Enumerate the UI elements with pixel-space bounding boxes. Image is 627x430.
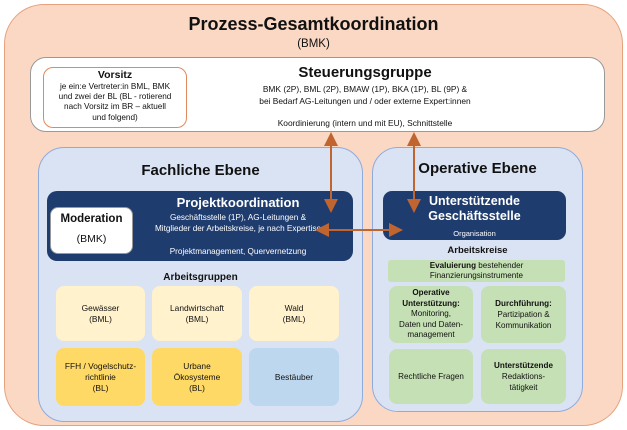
card-heading: Operative <box>412 288 450 298</box>
operative-ebene-title: Operative Ebene <box>418 160 537 177</box>
gesamtkoordination-subtitle: (BMK) <box>297 38 330 50</box>
arbeitsgruppe-wald: Wald (BML) <box>249 286 339 341</box>
arbeitsgruppen-title: Arbeitsgruppen <box>163 272 238 283</box>
evaluierung-rest: bestehender <box>476 261 524 270</box>
card-text: Partizipation & <box>497 310 550 319</box>
card-heading-cont: Unterstützung: <box>402 298 460 308</box>
steuerungsgruppe-task: Koordinierung (intern und mit EU), Schni… <box>277 118 453 128</box>
card-owner: (BML) <box>282 313 306 324</box>
card-text: Monitoring, <box>410 309 452 319</box>
projektkoordination-members-extra: Mitglieder der Arbeitskreise, je nach Ex… <box>154 224 322 233</box>
arbeitsgruppe-urbane-oekosysteme: Urbane Ökosysteme (BL) <box>152 348 242 406</box>
card-label-cont: richtlinie <box>85 371 116 382</box>
vorsitz-text: je ein:e Vertreter:in BML, BMK und zwei … <box>58 82 172 122</box>
evaluierung-line1: Evaluierung bestehender <box>388 261 565 270</box>
arbeitskreis-operative-unterstuetzung: Operative Unterstützung: Monitoring, Dat… <box>389 286 473 343</box>
arbeitsgruppe-landwirtschaft: Landwirtschaft (BML) <box>152 286 242 341</box>
card-text: tätigkeit <box>509 383 538 392</box>
card-text: Redaktions- <box>501 372 546 381</box>
arbeitsgruppe-bestaeuber: Bestäuber <box>249 348 339 406</box>
card-label: Urbane <box>183 360 211 371</box>
moderation-title: Moderation <box>60 213 123 225</box>
card-text: Daten und Daten- <box>399 319 463 329</box>
vorsitz-box <box>43 67 187 128</box>
projektkoordination-members: Geschäftsstelle (1P), AG-Leitungen & <box>169 213 307 222</box>
evaluierung-bold: Evaluierung <box>429 261 477 270</box>
geschaeftsstelle-title: Unterstützende Geschäftsstelle <box>428 194 521 223</box>
arbeitsgruppe-gewaesser: Gewässer (BML) <box>56 286 145 341</box>
vorsitz-title: Vorsitz <box>97 69 133 81</box>
card-label: Landwirtschaft <box>170 302 224 313</box>
evaluierung-box <box>388 260 565 282</box>
steuerungsgruppe-members: BMK (2P), BML (2P), BMAW (1P), BKA (1P),… <box>262 84 468 94</box>
moderation-box <box>50 207 133 254</box>
gesamtkoordination-title: Prozess-Gesamtkoordination <box>188 14 439 34</box>
card-text: Kommunikation <box>495 321 552 330</box>
steuerungsgruppe-members-extra: bei Bedarf AG-Leitungen und / oder exter… <box>259 96 471 106</box>
moderation-subtitle: (BMK) <box>76 233 107 245</box>
card-owner: (BML) <box>185 313 209 324</box>
arbeitskreise-title: Arbeitskreise <box>447 245 508 256</box>
fachliche-ebene-title: Fachliche Ebene <box>141 162 260 179</box>
card-heading: Unterstützende <box>494 361 553 370</box>
arbeitskreis-redaktion: Unterstützende Redaktions- tätigkeit <box>481 349 566 404</box>
projektkoordination-title: Projektkoordination <box>176 195 300 210</box>
card-label: FFH / Vogelschutz- <box>64 360 137 371</box>
card-label-cont: Ökosysteme <box>173 371 221 382</box>
evaluierung-line2: Finanzierungsinstrumente <box>429 271 524 280</box>
card-text: management <box>407 330 455 340</box>
card-owner: (BL) <box>189 382 205 393</box>
projektkoordination-task: Projektmanagement, Quervernetzung <box>169 247 307 256</box>
card-label: Gewässer <box>81 302 120 313</box>
steuerungsgruppe-title: Steuerungsgruppe <box>298 64 432 81</box>
geschaeftsstelle-subtitle: Organisation <box>453 229 496 238</box>
card-label: Bestäuber <box>274 371 314 382</box>
card-label: Wald <box>284 302 304 313</box>
card-heading: Durchführung: <box>495 299 552 308</box>
arbeitsgruppe-ffh-vogelschutz: FFH / Vogelschutz- richtlinie (BL) <box>56 348 145 406</box>
arbeitskreis-rechtliche-fragen: Rechtliche Fragen <box>389 349 473 404</box>
card-owner: (BL) <box>92 382 109 393</box>
card-owner: (BML) <box>89 313 112 324</box>
card-text: Rechtliche Fragen <box>398 372 464 381</box>
arbeitskreis-durchfuehrung: Durchführung: Partizipation & Kommunikat… <box>481 286 566 343</box>
